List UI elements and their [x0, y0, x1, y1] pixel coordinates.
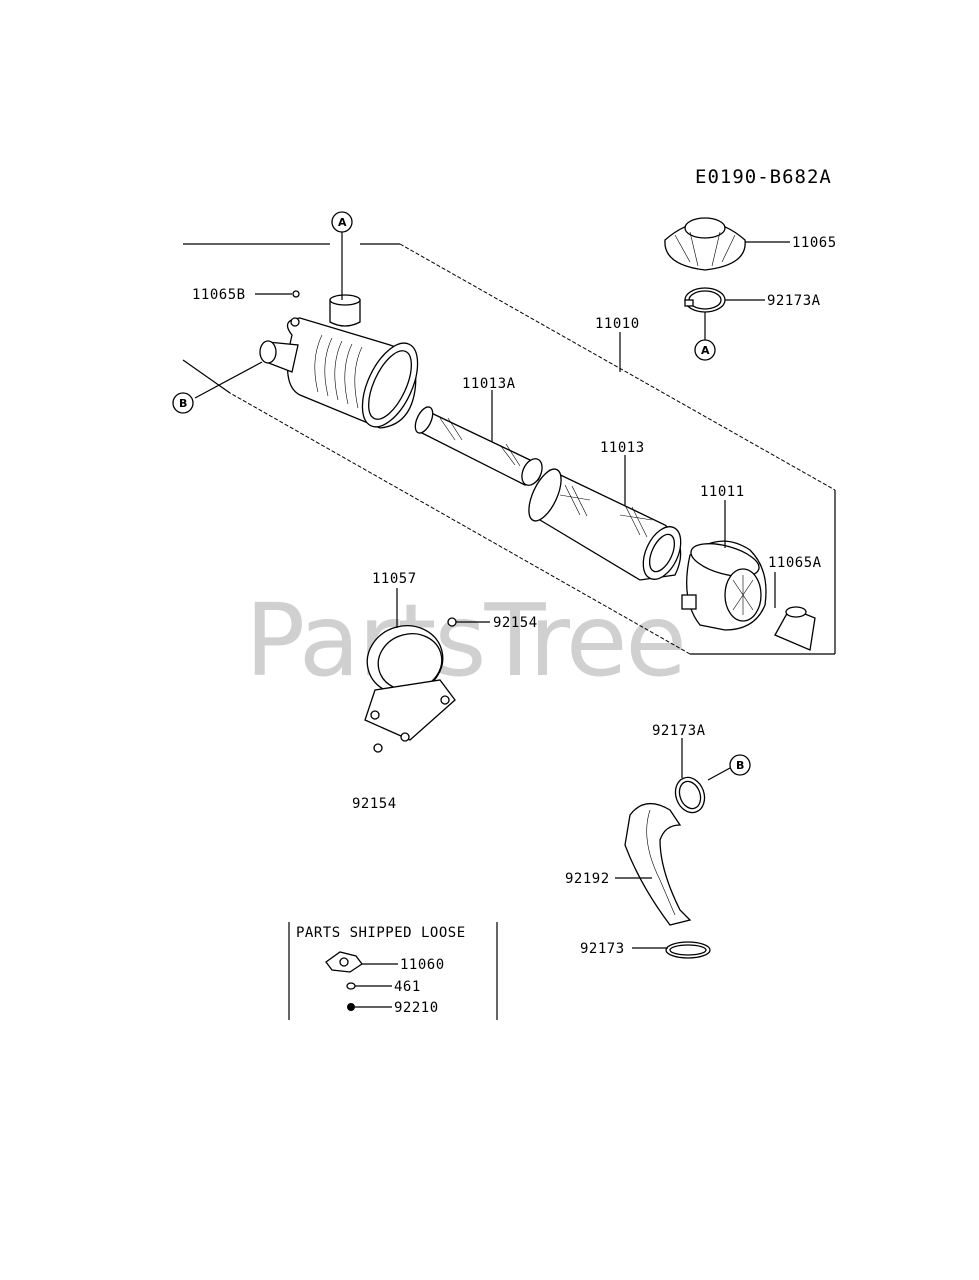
outer-element-11013[interactable]: [522, 465, 688, 586]
callout-b-right: B: [729, 754, 751, 776]
svg-text:B: B: [736, 759, 744, 772]
label-11011[interactable]: 11011: [700, 484, 745, 500]
watermark: PartsTree: [245, 582, 685, 699]
bolt-92154-top[interactable]: [447, 617, 457, 627]
rain-cap-11065[interactable]: [664, 217, 746, 271]
label-11010[interactable]: 11010: [595, 316, 640, 332]
leader-line: [194, 361, 263, 399]
callout-b-left: B: [172, 392, 194, 414]
label-11065a[interactable]: 11065A: [768, 555, 822, 571]
parts-shipped-loose-box: PARTS SHIPPED LOOSE 11060 461 92210: [288, 922, 498, 1020]
callout-a-right: A: [694, 339, 716, 361]
clamp-92173[interactable]: [665, 941, 711, 959]
clamp-92173a-bottom[interactable]: [671, 773, 710, 816]
leader-line: [707, 767, 731, 781]
loose-item-2[interactable]: 461: [394, 979, 421, 995]
label-92173a-bottom[interactable]: 92173A: [652, 723, 706, 739]
cover-11011[interactable]: [681, 537, 767, 631]
bracket-11057[interactable]: [359, 617, 456, 742]
label-11065[interactable]: 11065: [792, 235, 837, 251]
washer-icon: [346, 982, 356, 990]
callout-a-top: A: [331, 211, 353, 233]
diagram-code: E0190-B682A: [695, 166, 832, 188]
label-11065b[interactable]: 11065B: [192, 287, 246, 303]
nut-icon: [347, 1003, 355, 1011]
label-11013[interactable]: 11013: [600, 440, 645, 456]
inner-element-11013a[interactable]: [412, 404, 546, 488]
label-11057[interactable]: 11057: [372, 571, 417, 587]
svg-text:A: A: [338, 216, 347, 229]
loose-item-1[interactable]: 11060: [400, 957, 445, 973]
loose-item-3[interactable]: 92210: [394, 1000, 439, 1016]
svg-text:B: B: [179, 397, 187, 410]
hose-92192[interactable]: [624, 803, 692, 926]
air-cleaner-body-11010[interactable]: [259, 294, 429, 435]
svg-text:A: A: [701, 344, 710, 357]
screw-11065b[interactable]: [292, 290, 300, 298]
clamp-92173a-top[interactable]: [684, 287, 726, 313]
label-92173[interactable]: 92173: [580, 941, 625, 957]
label-11013a[interactable]: 11013A: [462, 376, 516, 392]
assembly-outline: [182, 243, 836, 655]
label-92192[interactable]: 92192: [565, 871, 610, 887]
label-92154-a[interactable]: 92154: [493, 615, 538, 631]
label-92173a-top[interactable]: 92173A: [767, 293, 821, 309]
gasket-icon: [325, 951, 363, 973]
valve-11065a[interactable]: [774, 606, 816, 651]
bolt-92154-bottom[interactable]: [373, 743, 383, 753]
label-92154-b[interactable]: 92154: [352, 796, 397, 812]
parts-shipped-loose-title: PARTS SHIPPED LOOSE: [296, 925, 466, 941]
